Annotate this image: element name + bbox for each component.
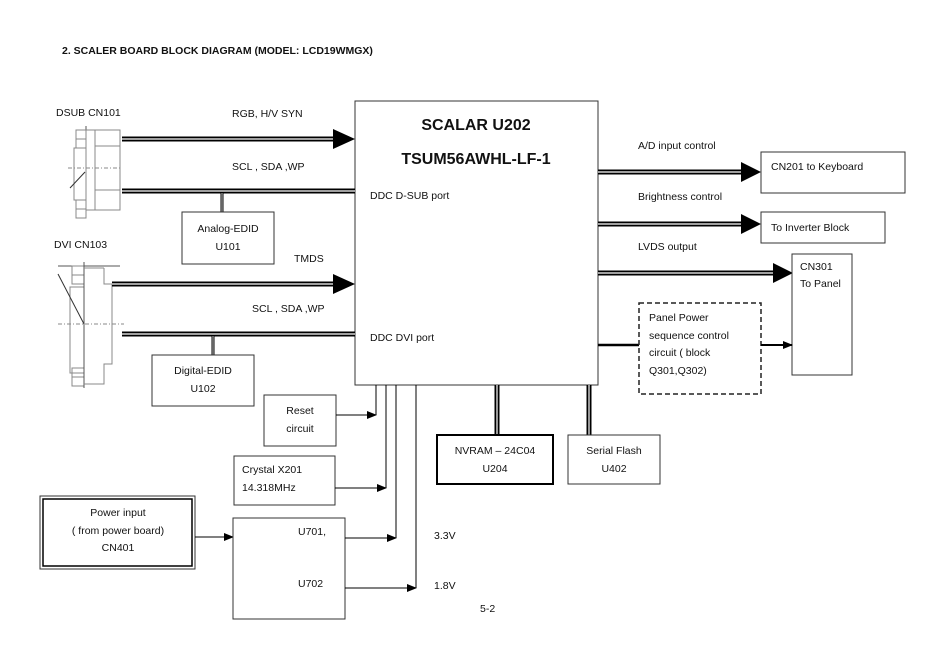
panel-power-line3: circuit ( block xyxy=(649,347,711,359)
crystal-block xyxy=(233,455,336,506)
reset-block xyxy=(263,394,337,447)
analog-edid-ref: U101 xyxy=(215,241,240,253)
keyboard-block xyxy=(760,151,906,194)
lvds-bus xyxy=(598,263,793,283)
panel-power-line1: Panel Power xyxy=(649,312,709,324)
digital-edid-ref: U102 xyxy=(190,383,215,395)
lvds-label: LVDS output xyxy=(638,241,697,253)
scaler-name: SCALAR U202 xyxy=(421,117,530,134)
panel-power-line2: sequence control xyxy=(649,330,729,342)
keyboard-arrow-icon xyxy=(741,162,761,182)
regulator-block xyxy=(232,517,346,620)
scaler-part: TSUM56AWHL-LF-1 xyxy=(401,151,550,168)
reset-line1: Reset xyxy=(286,405,314,417)
inverter-block-label: To Inverter Block xyxy=(771,222,850,234)
panel-block-ref: CN301 xyxy=(800,261,833,273)
lvds-arrow-icon xyxy=(773,263,793,283)
power-input-line1: Power input xyxy=(90,507,146,519)
nvram-block xyxy=(436,434,554,485)
regulator-u701: U701, xyxy=(298,526,326,538)
ad-input-label: A/D input control xyxy=(638,140,716,152)
panel-power-line4: Q301,Q302) xyxy=(649,365,707,377)
panel-power-block xyxy=(638,302,762,395)
dvi-connector-icon xyxy=(57,262,124,388)
rgb-bus xyxy=(122,129,355,149)
inverter-block xyxy=(760,211,886,244)
ddc-dvi-port-label: DDC DVI port xyxy=(370,332,434,344)
scaler-block xyxy=(354,100,599,386)
dvi-ddc-signal-label: SCL , SDA ,WP xyxy=(252,303,325,315)
rgb-arrow-icon xyxy=(333,129,355,149)
analog-edid-name: Analog-EDID xyxy=(197,223,259,235)
reset-line2: circuit xyxy=(286,423,314,435)
rgb-signal-label: RGB, H/V SYN xyxy=(232,108,303,120)
regulator-u702: U702 xyxy=(298,578,323,590)
digital-edid-block xyxy=(151,354,255,407)
keyboard-block-label: CN201 to Keyboard xyxy=(771,161,863,173)
dsub-connector-icon xyxy=(68,126,122,219)
serial-flash-block xyxy=(567,434,661,485)
dsub-ddc-signal-label: SCL , SDA ,WP xyxy=(232,161,305,173)
v33-label: 3.3V xyxy=(434,530,456,542)
serial-flash-name: Serial Flash xyxy=(586,445,642,457)
page-number: 5-2 xyxy=(480,603,495,615)
nvram-name: NVRAM – 24C04 xyxy=(455,445,536,457)
v18-label: 1.8V xyxy=(434,580,456,592)
page-title: 2. SCALER BOARD BLOCK DIAGRAM (MODEL: LC… xyxy=(62,45,373,57)
nvram-ref: U204 xyxy=(482,463,507,475)
crystal-freq: 14.318MHz xyxy=(242,482,296,494)
dvi-connector-label: DVI CN103 xyxy=(54,239,107,251)
brightness-label: Brightness control xyxy=(638,191,722,203)
keyboard-bus xyxy=(598,162,761,182)
serial-flash-ref: U402 xyxy=(601,463,626,475)
power-input-line3: CN401 xyxy=(102,542,135,554)
inverter-bus xyxy=(598,214,761,234)
dvi-ddc-bus xyxy=(122,331,355,355)
power-input-line2: ( from power board) xyxy=(72,525,164,537)
ddc-dsub-port-label: DDC D-SUB port xyxy=(370,190,449,202)
tmds-bus xyxy=(112,274,355,294)
dsub-ddc-bus xyxy=(122,188,355,212)
crystal-name: Crystal X201 xyxy=(242,464,302,476)
power-input-block xyxy=(39,495,196,570)
tmds-signal-label: TMDS xyxy=(294,253,324,265)
digital-edid-name: Digital-EDID xyxy=(174,365,232,377)
inverter-arrow-icon xyxy=(741,214,761,234)
panel-block xyxy=(791,253,853,376)
panel-block-label: To Panel xyxy=(800,278,841,290)
analog-edid-block xyxy=(181,211,275,265)
tmds-arrow-icon xyxy=(333,274,355,294)
dsub-connector-label: DSUB CN101 xyxy=(56,107,121,119)
